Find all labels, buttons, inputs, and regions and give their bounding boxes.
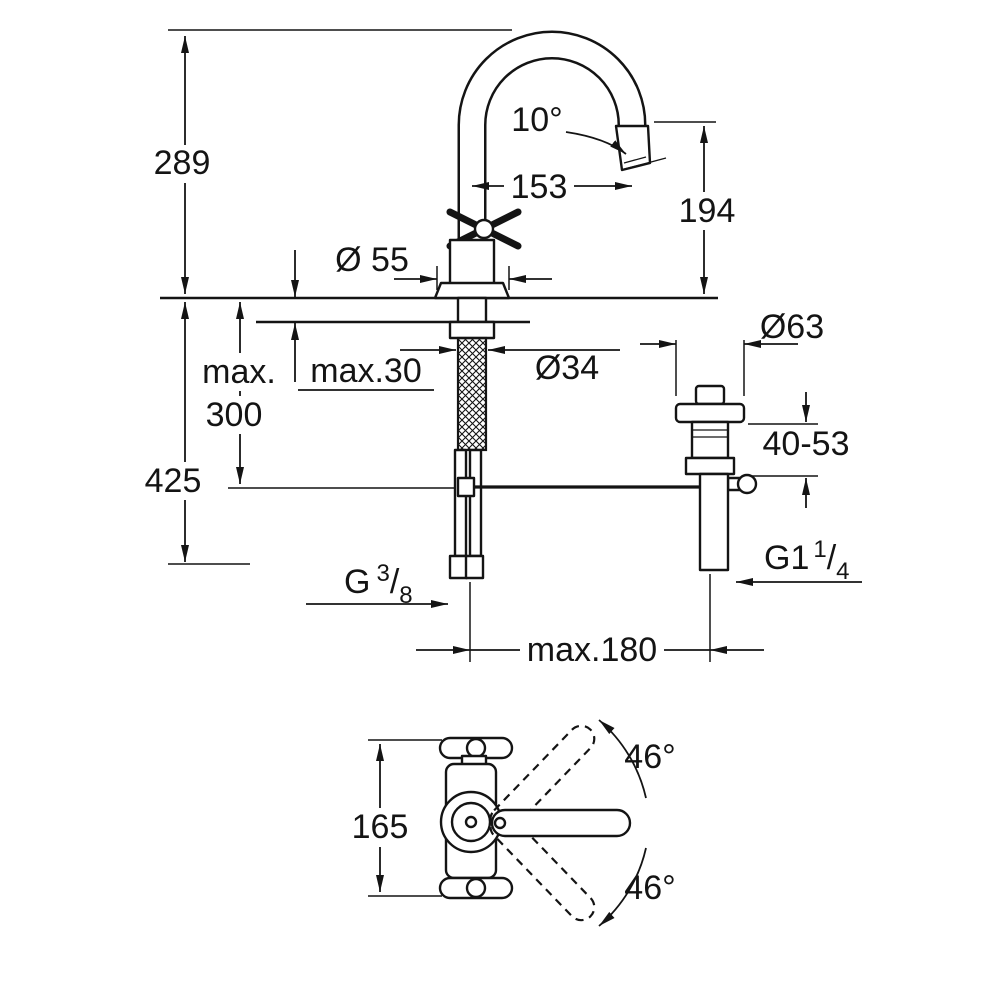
hose-nut-right [464,554,485,580]
spout-pivot [493,816,507,830]
dim-spout-angle: 10° [511,101,562,139]
dim-swivel-up: 46° [624,738,675,776]
waste-locknut [684,456,736,476]
faucet-body [448,238,496,288]
dim-waste-adjustment: 40-53 [763,425,850,463]
leader-10deg [565,131,627,155]
pop-up-rod-bracket [456,476,476,498]
dim-shank-diameter: Ø34 [535,349,599,387]
dim-hole-spacing: max.180 [527,631,657,669]
mounting-nut [448,320,496,340]
dim-overall-height: 289 [154,144,211,182]
dim-outlet-height: 194 [679,192,736,230]
arc-46-up [598,719,647,799]
supply-hose-left [453,448,468,558]
dim-hose-drop: 425 [145,462,202,500]
extension-lines [160,29,818,662]
base-flange [433,281,511,300]
waste-flange [674,402,746,424]
waste-tailpiece [698,472,730,572]
bottom-handle-hub [465,877,487,899]
dim-body-height: 165 [352,808,409,846]
dim-base-diameter: Ø 55 [335,241,409,279]
faucet-top-view [368,719,647,927]
threaded-shank [456,336,488,452]
spout-lever-top-view [490,808,632,838]
hose-nut-left [448,554,469,580]
dim-spout-reach: 153 [511,168,568,206]
top-handle-hub [465,737,487,759]
dim-rod-drop-max-line1: max. [202,353,276,391]
dim-waste-flange-diameter: Ø63 [760,308,824,346]
faucet-side-view [433,30,738,580]
arc-46-down [598,847,647,927]
shank-through-deck [456,296,488,324]
cross-handle-hub [473,218,495,240]
waste-plug [694,384,726,406]
dim-swivel-down: 46° [624,869,675,907]
dim-rod-drop-max-line2: 300 [206,396,263,434]
spout-nozzle [614,124,652,172]
waste-body [690,420,730,460]
dimension-labels: 289 153 194 10° Ø 55 max.30 Ø34 Ø63 max.… [141,101,856,907]
ball-joint [736,473,758,495]
dim-deck-thickness: max.30 [310,352,422,390]
supply-hose-right [468,448,483,558]
waste-assembly-side-view [674,384,758,572]
